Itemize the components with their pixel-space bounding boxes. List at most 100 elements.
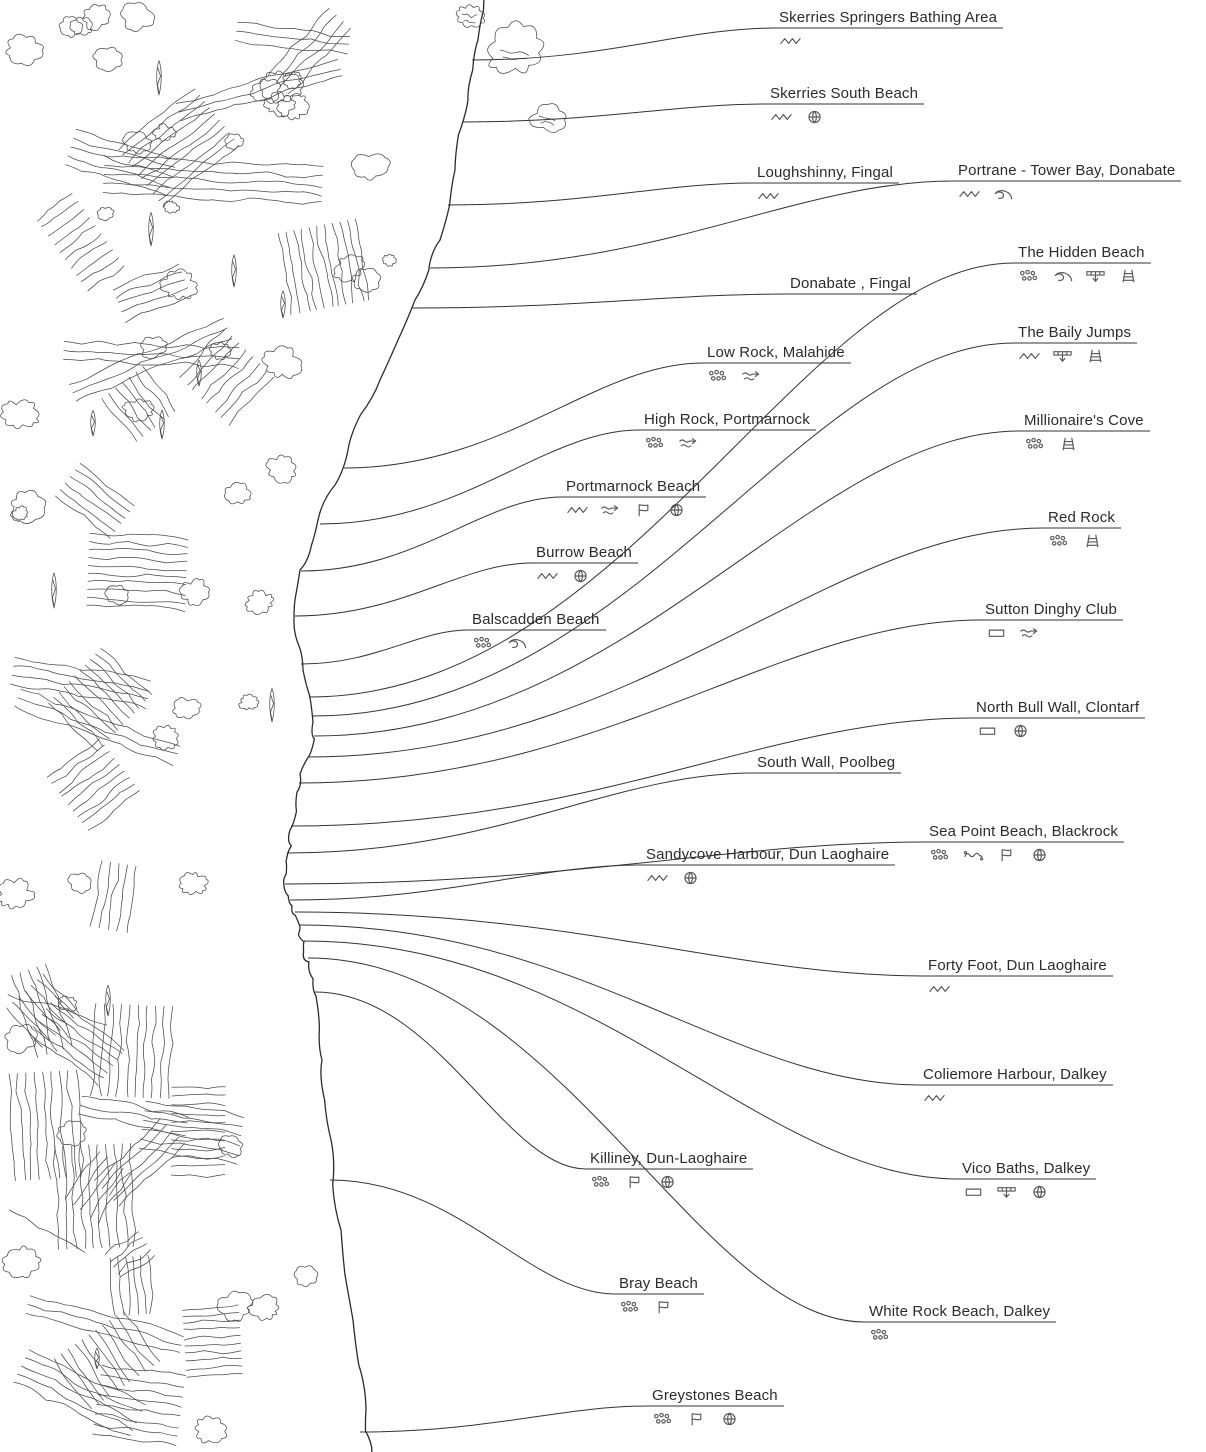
globe-icon bbox=[656, 1174, 679, 1190]
spot: Vico Baths, Dalkey bbox=[962, 1159, 1090, 1200]
pebbles-icon bbox=[1024, 436, 1047, 452]
flag-icon bbox=[652, 1299, 675, 1315]
spot-icons bbox=[644, 435, 810, 451]
spot-name: Sandycove Harbour, Dun Laoghaire bbox=[646, 846, 890, 863]
spot: Balscadden Beach bbox=[472, 610, 600, 651]
spot-icons bbox=[590, 1174, 747, 1190]
pebbles-icon bbox=[1018, 268, 1041, 284]
spot-icons bbox=[962, 1184, 1090, 1200]
spot-name: Portrane - Tower Bay, Donabate bbox=[958, 162, 1176, 179]
globe-icon bbox=[1028, 847, 1051, 863]
slipway-icon bbox=[985, 625, 1008, 641]
spot-icons bbox=[958, 186, 1175, 202]
globe-icon bbox=[1009, 723, 1032, 739]
spot: Sea Point Beach, Blackrock bbox=[929, 822, 1118, 863]
coastline bbox=[283, 0, 485, 1452]
spot-name: The Baily Jumps bbox=[1018, 324, 1132, 341]
spot-name: South Wall, Poolbeg bbox=[757, 754, 896, 771]
spot-icons bbox=[1024, 436, 1144, 452]
pebbles-icon bbox=[869, 1327, 892, 1343]
waves-icon bbox=[779, 33, 802, 49]
spot-icons bbox=[770, 109, 918, 125]
spot-icons bbox=[652, 1411, 778, 1427]
globe-icon bbox=[803, 109, 826, 125]
spot: Donabate , Fingal bbox=[790, 274, 911, 293]
flag-icon bbox=[632, 502, 655, 518]
pebbles-icon bbox=[644, 435, 667, 451]
spot-icons bbox=[472, 635, 600, 651]
spot: White Rock Beach, Dalkey bbox=[869, 1302, 1050, 1343]
spot-icons bbox=[646, 870, 889, 886]
ladder-icon bbox=[1081, 533, 1104, 549]
ladder-icon bbox=[1084, 348, 1107, 364]
globe-icon bbox=[665, 502, 688, 518]
pebbles-icon bbox=[590, 1174, 613, 1190]
waves-icon bbox=[566, 502, 589, 518]
spot: Burrow Beach bbox=[536, 543, 632, 584]
spot: Forty Foot, Dun Laoghaire bbox=[928, 956, 1107, 997]
spot: Killiney, Dun-Laoghaire bbox=[590, 1149, 747, 1190]
pebbles-icon bbox=[472, 635, 495, 651]
spot-icons bbox=[779, 33, 997, 49]
spot: Skerries South Beach bbox=[770, 84, 918, 125]
spot-name: Vico Baths, Dalkey bbox=[962, 1160, 1091, 1177]
spot-name: Millionaire's Cove bbox=[1024, 412, 1144, 429]
spot: The Baily Jumps bbox=[1018, 323, 1131, 364]
spot-name: Low Rock, Malahide bbox=[707, 344, 845, 361]
pebbles-icon bbox=[707, 368, 730, 384]
spot-icons bbox=[707, 368, 845, 384]
flag-icon bbox=[623, 1174, 646, 1190]
spot: Coliemore Harbour, Dalkey bbox=[923, 1065, 1107, 1106]
spot-icons bbox=[869, 1327, 1050, 1343]
spot-icons bbox=[757, 188, 893, 204]
slipway-icon bbox=[976, 723, 999, 739]
surf-icon bbox=[1051, 268, 1074, 284]
spot: The Hidden Beach bbox=[1018, 243, 1145, 284]
surf-icon bbox=[505, 635, 528, 651]
globe-icon bbox=[718, 1411, 741, 1427]
meander-icon bbox=[962, 847, 985, 863]
spot-icons bbox=[566, 502, 700, 518]
pebbles-icon bbox=[652, 1411, 675, 1427]
spot-name: Greystones Beach bbox=[652, 1387, 778, 1404]
spot-name: The Hidden Beach bbox=[1018, 244, 1145, 261]
waves-icon bbox=[757, 188, 780, 204]
spot-icons bbox=[1018, 268, 1145, 284]
spot: South Wall, Poolbeg bbox=[757, 753, 895, 772]
spot: Portmarnock Beach bbox=[566, 477, 700, 518]
waves-icon bbox=[1018, 348, 1041, 364]
waves-icon bbox=[923, 1090, 946, 1106]
spot: High Rock, Portmarnock bbox=[644, 410, 810, 451]
spot-name: Donabate , Fingal bbox=[790, 275, 911, 292]
spot-name: Skerries Springers Bathing Area bbox=[779, 9, 998, 26]
spot-name: White Rock Beach, Dalkey bbox=[869, 1303, 1051, 1320]
platform-jump-icon bbox=[995, 1184, 1018, 1200]
ladder-icon bbox=[1057, 436, 1080, 452]
spot-name: Bray Beach bbox=[619, 1275, 699, 1292]
pebbles-icon bbox=[1048, 533, 1071, 549]
leader-lines bbox=[284, 27, 1181, 1433]
waves-icon bbox=[958, 186, 981, 202]
globe-icon bbox=[679, 870, 702, 886]
spot-name: Coliemore Harbour, Dalkey bbox=[923, 1066, 1107, 1083]
spot-name: Red Rock bbox=[1048, 509, 1116, 526]
spot: Millionaire's Cove bbox=[1024, 411, 1144, 452]
current-icon bbox=[1018, 625, 1041, 641]
pebbles-icon bbox=[929, 847, 952, 863]
spot-icons bbox=[928, 981, 1107, 997]
spot: Portrane - Tower Bay, Donabate bbox=[958, 161, 1175, 202]
spot-icons bbox=[619, 1299, 698, 1315]
platform-jump-icon bbox=[1051, 348, 1074, 364]
spot-icons bbox=[536, 568, 632, 584]
surf-icon bbox=[991, 186, 1014, 202]
spot: Low Rock, Malahide bbox=[707, 343, 845, 384]
spot: Skerries Springers Bathing Area bbox=[779, 8, 997, 49]
ladder-icon bbox=[1117, 268, 1140, 284]
spot-name: Skerries South Beach bbox=[770, 85, 919, 102]
spot-name: Sea Point Beach, Blackrock bbox=[929, 823, 1118, 840]
spot-icons bbox=[1018, 348, 1131, 364]
spot-icons bbox=[1048, 533, 1115, 549]
